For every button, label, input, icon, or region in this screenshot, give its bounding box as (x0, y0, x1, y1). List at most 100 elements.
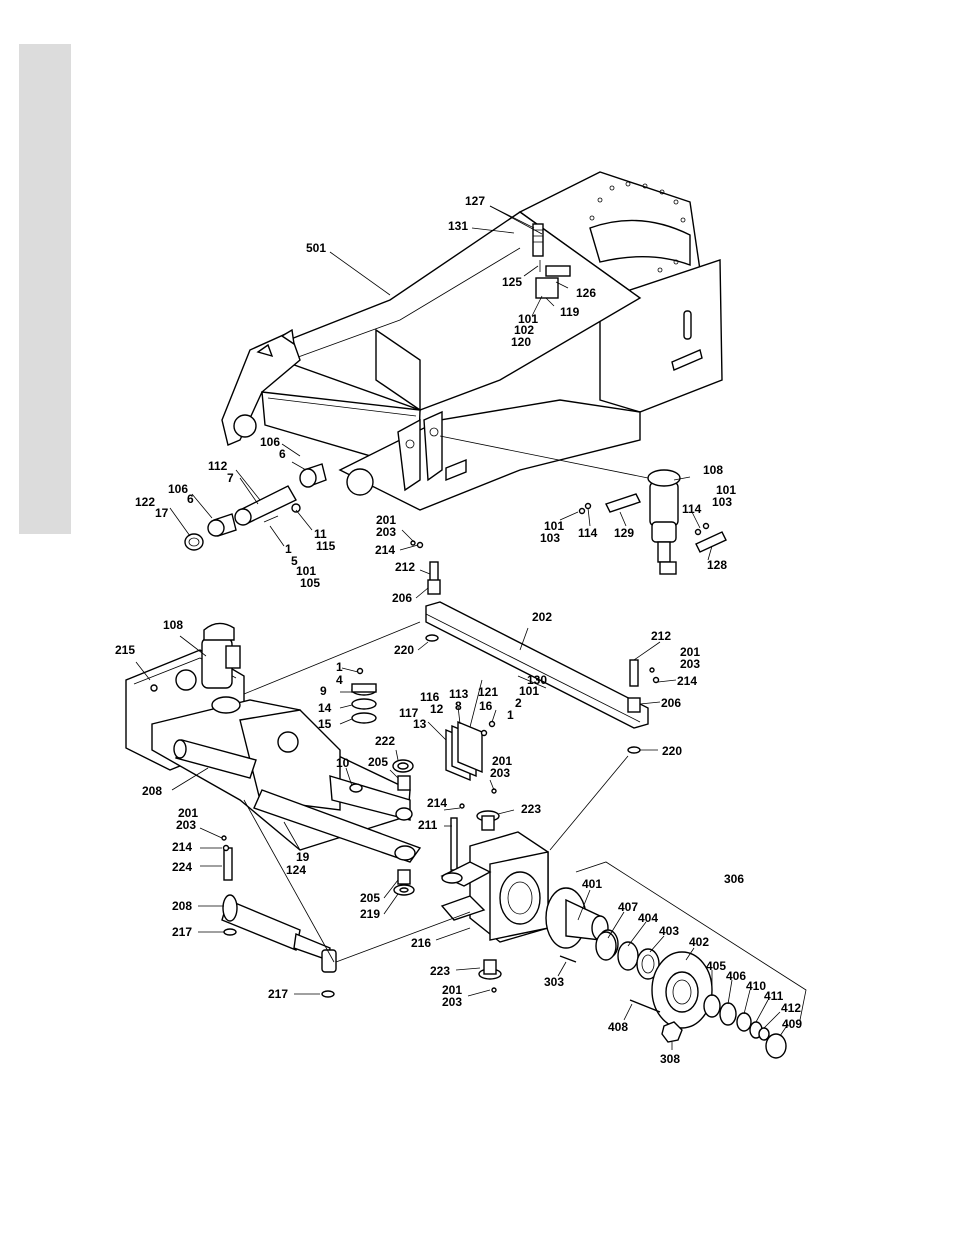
label-203-tierod-left: 203 (376, 525, 396, 539)
label-203-pin-left: 203 (176, 818, 196, 832)
label-208-upper: 208 (142, 784, 162, 798)
label-214-tierod-left: 214 (375, 543, 395, 557)
label-211: 211 (418, 818, 438, 832)
wheel-hub-assembly (545, 887, 787, 1059)
label-1-shim: 1 (507, 708, 514, 722)
label-308: 308 (660, 1052, 680, 1066)
label-125: 125 (502, 275, 522, 289)
label-127: 127 (465, 194, 485, 208)
front-axle-assembly (125, 622, 496, 896)
label-203-knuckle-bottom: 203 (442, 995, 462, 1009)
label-103-cyl-right: 103 (712, 495, 732, 509)
label-408: 408 (608, 1020, 628, 1034)
label-205-lower: 205 (360, 891, 380, 905)
label-9: 9 (320, 684, 327, 698)
label-403: 403 (659, 924, 679, 938)
label-223-upper: 223 (521, 802, 541, 816)
rear-plate-bolt-holes (589, 181, 686, 273)
label-12: 12 (430, 702, 444, 716)
label-4: 4 (336, 673, 343, 687)
label-407: 407 (618, 900, 638, 914)
label-106-lower: 106 (168, 482, 188, 496)
label-224: 224 (172, 860, 192, 874)
label-404: 404 (638, 911, 658, 925)
label-8: 8 (455, 699, 462, 713)
label-220-right: 220 (662, 744, 682, 758)
steering-cylinder-right (578, 469, 727, 575)
label-130: 130 (527, 673, 547, 687)
label-101-pivot: 101 (296, 564, 316, 578)
label-203-knuckle-top: 203 (490, 766, 510, 780)
lower-steering-cylinder (221, 894, 337, 998)
label-14: 14 (318, 701, 332, 715)
label-11: 11 (314, 527, 327, 541)
sensor-bracket-assembly (532, 223, 571, 299)
label-220-left: 220 (394, 643, 414, 657)
label-201-knuckle-top: 201 (492, 754, 512, 768)
label-101-cyl-right: 101 (716, 483, 736, 497)
label-1-upper: 1 (285, 542, 292, 556)
label-5: 5 (291, 554, 298, 568)
label-114-right: 114 (682, 502, 702, 516)
label-124: 124 (286, 863, 306, 877)
label-7: 7 (227, 471, 234, 485)
label-214-knuckle: 214 (427, 796, 447, 810)
label-115: 115 (316, 539, 336, 553)
label-10: 10 (336, 756, 350, 770)
label-201-tierod-left: 201 (376, 513, 396, 527)
label-16: 16 (479, 699, 493, 713)
tie-rod (410, 540, 660, 754)
label-203-tierod-right: 203 (680, 657, 700, 671)
label-129: 129 (614, 526, 634, 540)
label-217-lower: 217 (268, 987, 288, 1001)
label-19: 19 (296, 850, 310, 864)
label-212-left: 212 (395, 560, 415, 574)
label-201-tierod-right: 201 (680, 645, 700, 659)
label-106-upper: 106 (260, 435, 280, 449)
label-103-cyl-left: 103 (540, 531, 560, 545)
label-219: 219 (360, 907, 380, 921)
label-202: 202 (532, 610, 552, 624)
label-131: 131 (448, 219, 468, 233)
label-411: 411 (764, 989, 784, 1003)
label-121: 121 (478, 685, 498, 699)
label-116: 116 (420, 690, 440, 704)
label-108-upper: 108 (703, 463, 723, 477)
label-15: 15 (318, 717, 332, 731)
label-303: 303 (544, 975, 564, 989)
label-206-right: 206 (661, 696, 681, 710)
label-412: 412 (781, 1001, 801, 1015)
label-6-lower: 6 (187, 492, 194, 506)
label-2: 2 (515, 696, 522, 710)
label-101: 101 (518, 312, 538, 326)
label-223-lower: 223 (430, 964, 450, 978)
label-501: 501 (306, 241, 326, 255)
label-105: 105 (300, 576, 320, 590)
label-101-shim: 101 (519, 684, 539, 698)
label-101-cyl-left: 101 (544, 519, 564, 533)
label-222: 222 (375, 734, 395, 748)
label-206-left: 206 (392, 591, 412, 605)
label-117: 117 (399, 706, 419, 720)
label-401: 401 (582, 877, 602, 891)
label-13: 13 (413, 717, 427, 731)
label-214-pin-left: 214 (172, 840, 192, 854)
label-201-pin-left: 201 (178, 806, 198, 820)
label-102: 102 (514, 323, 534, 337)
label-217-upper: 217 (172, 925, 192, 939)
label-114-left: 114 (578, 526, 598, 540)
label-201-knuckle-bottom: 201 (442, 983, 462, 997)
part-number-labels: 127 131 501 125 126 119 101 102 120 106 … (115, 194, 802, 1066)
label-6-upper: 6 (279, 447, 286, 461)
label-402: 402 (689, 935, 709, 949)
label-126: 126 (576, 286, 596, 300)
pivot-pin-assembly (184, 463, 327, 551)
label-406: 406 (726, 969, 746, 983)
label-306: 306 (724, 872, 744, 886)
steering-knuckle (440, 788, 549, 993)
label-1-disc: 1 (336, 660, 343, 674)
leader-lines (135, 205, 789, 1050)
label-120: 120 (511, 335, 531, 349)
label-128: 128 (707, 558, 727, 572)
